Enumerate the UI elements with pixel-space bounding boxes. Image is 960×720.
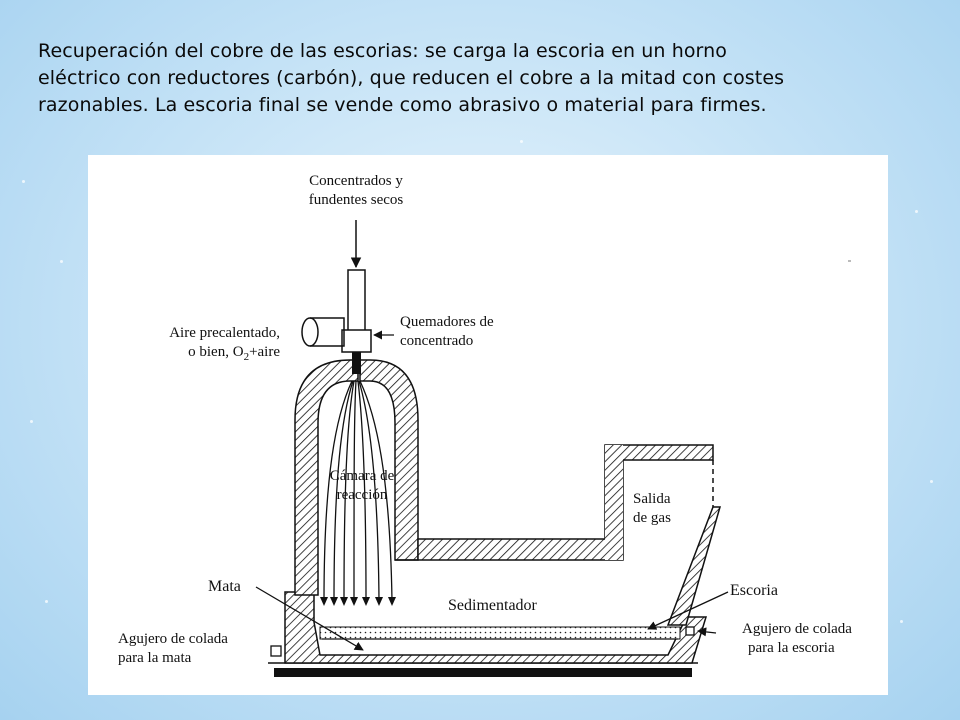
uptake-wall (605, 445, 623, 560)
mata-label: Mata (208, 578, 241, 595)
mata-pointer (255, 586, 364, 651)
escoria-label: Escoria (730, 582, 778, 599)
air-inlet-pipe-end (301, 317, 319, 347)
slag-tap-pointer (697, 627, 717, 637)
caption-line: razonables. La escoria final se vende co… (38, 94, 767, 116)
matte-tap-label: Agujero de colada (118, 631, 228, 647)
flame-spray (323, 380, 393, 602)
flash-furnace-drawing: Concentrados y fundentes secos Aire prec… (118, 173, 852, 677)
furnace-base (274, 668, 692, 677)
burner-body (341, 329, 372, 353)
reaction-chamber-label: Cámara de (330, 468, 395, 484)
slag-layer (319, 626, 681, 640)
feed-label: fundentes secos (309, 192, 404, 208)
caption-line: Recuperación del cobre de las escorias: … (38, 40, 728, 62)
feed-label: Concentrados y (309, 173, 403, 189)
escoria-pointer (647, 591, 729, 630)
flame-arrowheads (320, 597, 396, 606)
air-label-part: +aire (249, 344, 280, 360)
furnace-diagram: Concentrados y fundentes secos Aire prec… (88, 155, 888, 695)
caption-line: eléctrico con reductores (carbón), que r… (38, 67, 785, 89)
air-label: Aire precalentado, (169, 325, 280, 341)
slag-tap-label: Agujero de colada (742, 621, 852, 637)
slag-end-wall (666, 506, 721, 626)
air-label: o bien, O2+aire (188, 344, 280, 363)
air-label-part: o bien, O (188, 344, 244, 360)
matte-tap-hole (270, 645, 282, 657)
gas-outlet-label: de gas (633, 510, 671, 526)
slag-tap-label: para la escoria (748, 640, 835, 656)
gas-outlet-label: Salida (633, 491, 671, 507)
matte-tap-label: para la mata (118, 650, 192, 666)
air-label-subscript: 2 (244, 351, 250, 363)
burner-nozzle (352, 352, 361, 374)
settler-label: Sedimentador (448, 597, 538, 614)
burner-label: concentrado (400, 333, 473, 349)
air-inlet-pipe (310, 317, 345, 347)
burner-label: Quemadores de (400, 314, 494, 330)
slide-caption: Recuperación del cobre de las escorias: … (38, 38, 938, 119)
slag-tap-hole (685, 626, 695, 636)
reaction-chamber-label: reacción (337, 487, 388, 503)
